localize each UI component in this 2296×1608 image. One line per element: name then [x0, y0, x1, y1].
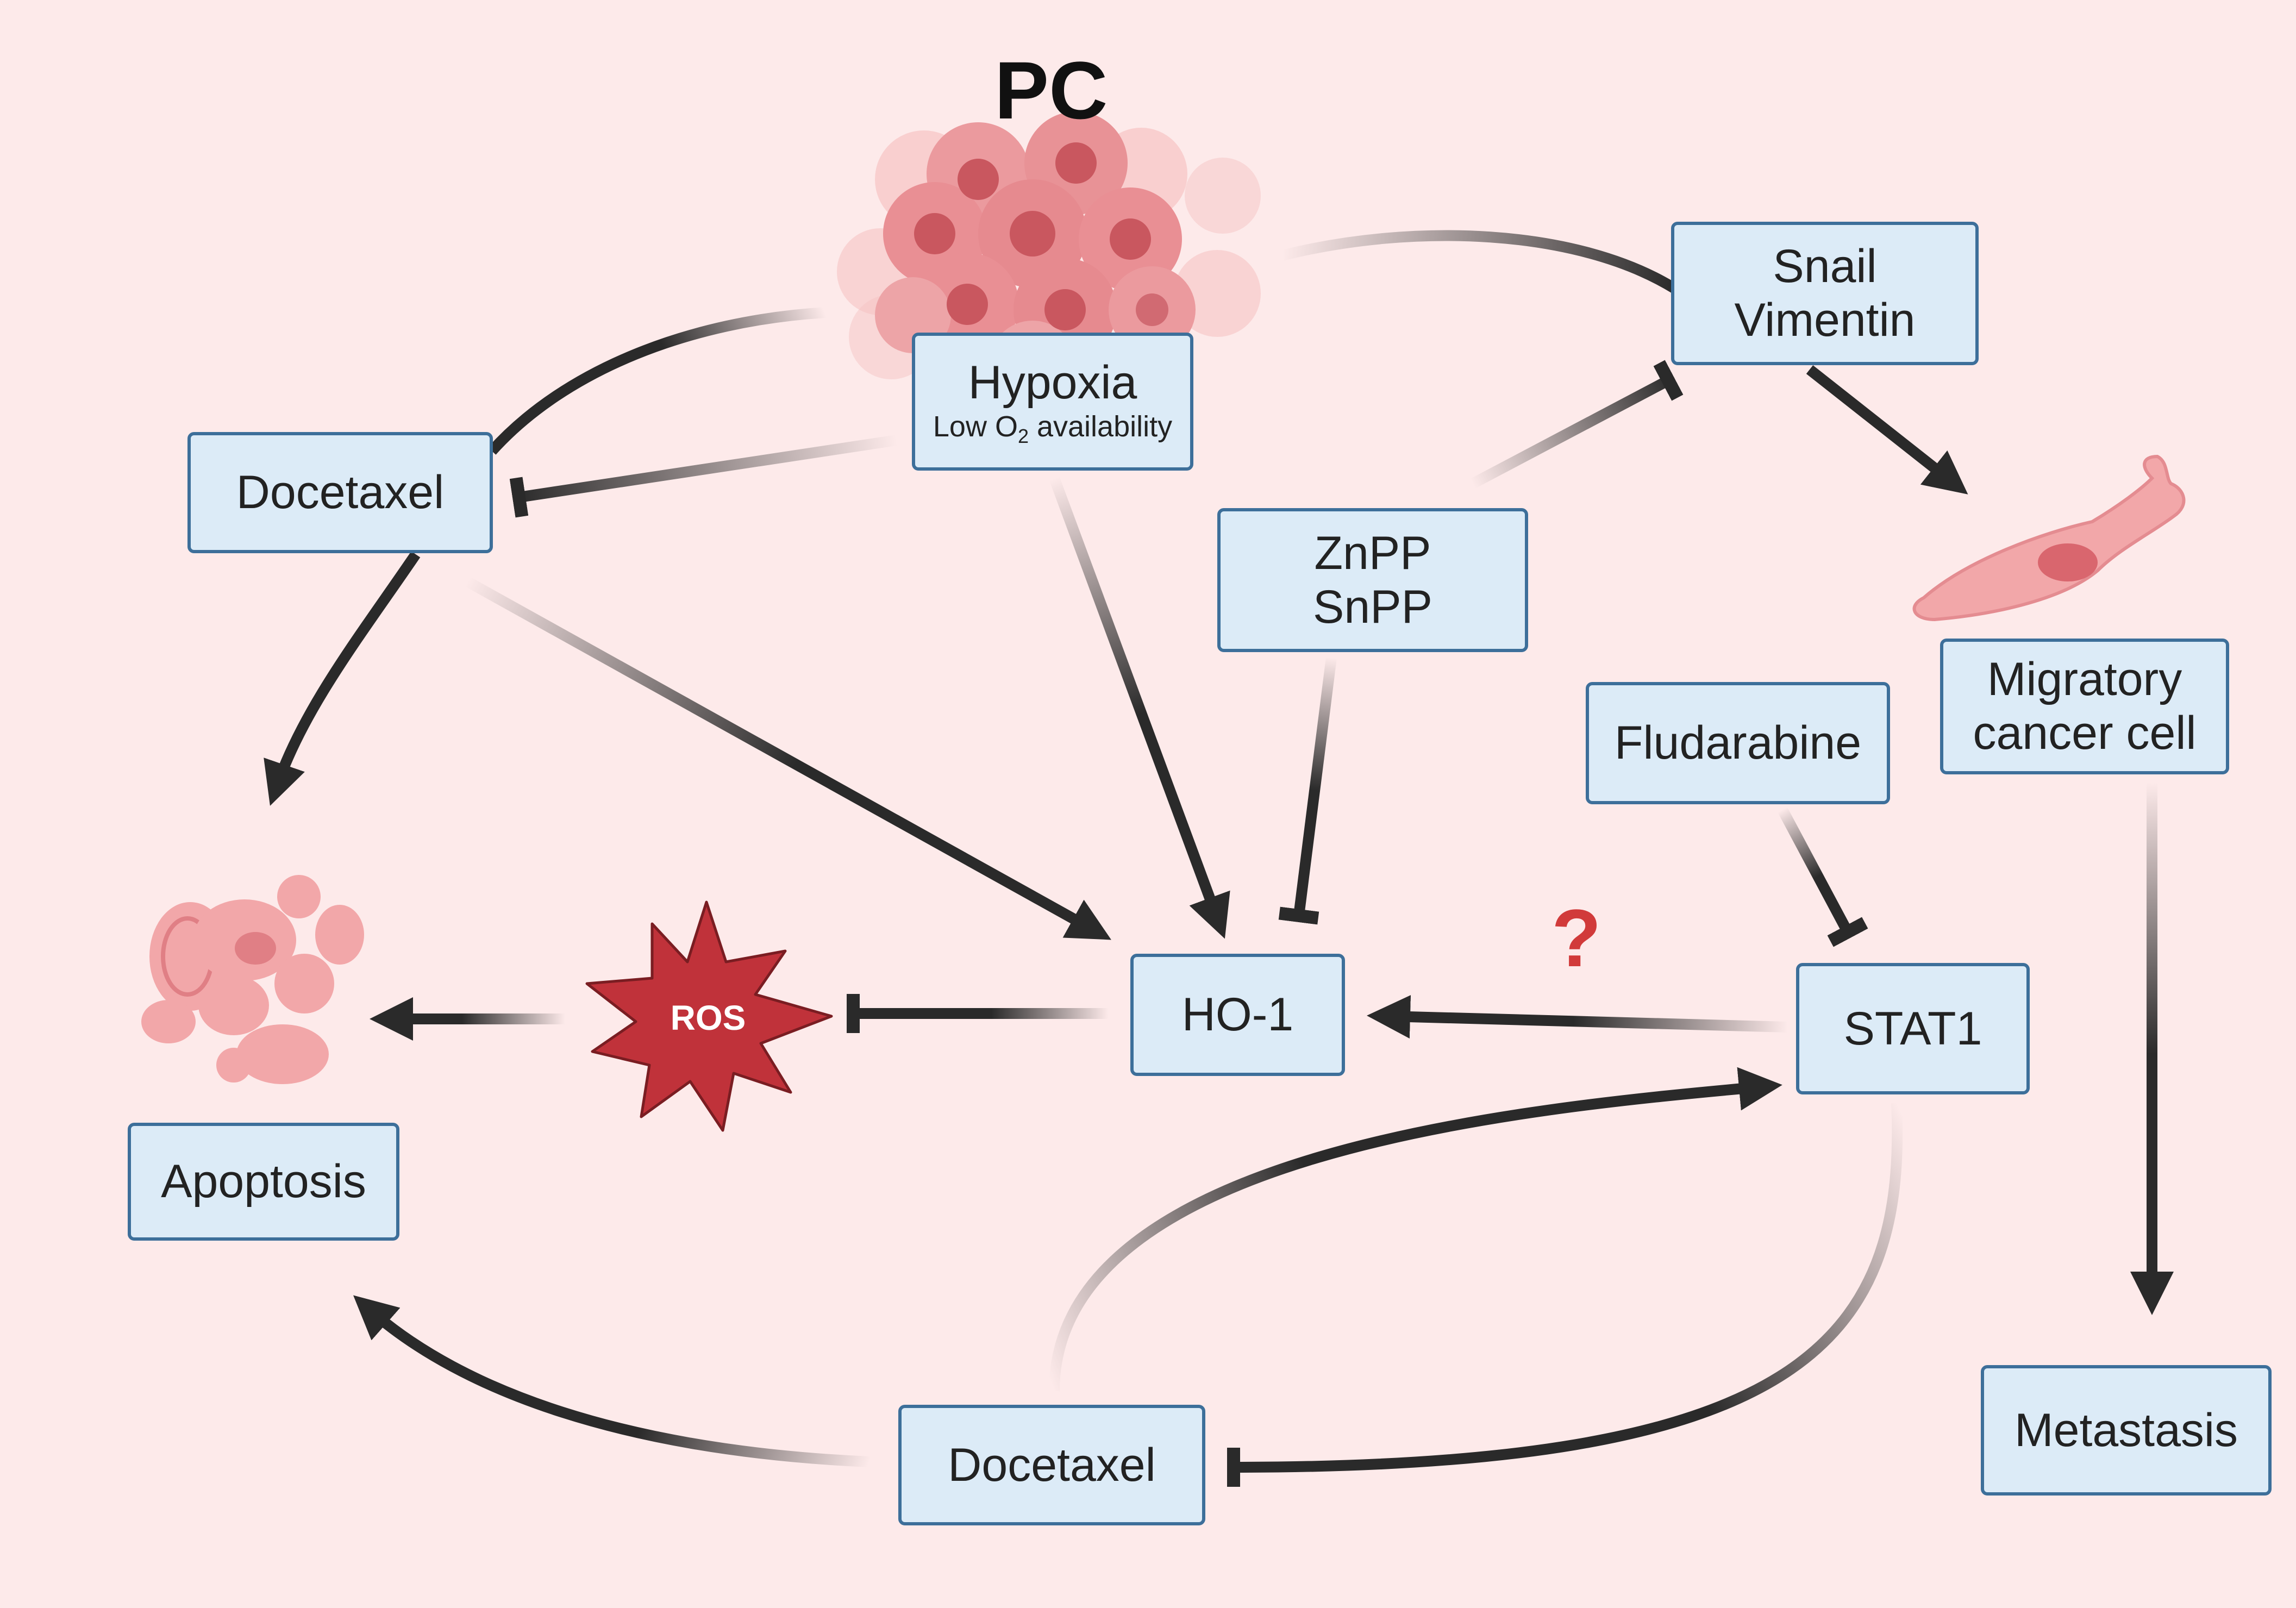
node-stat1: STAT1: [1796, 963, 2030, 1094]
hypoxia-sublabel: Low O2 availability: [933, 410, 1173, 447]
edge-znpp-inhibits-snail: [1470, 360, 1684, 489]
migratory-cell-icon: [1912, 454, 2186, 622]
edge-docetaxel-to-apoptosis: [264, 551, 421, 806]
migratory-label: Migratory: [1987, 653, 2182, 706]
metastasis-label: Metastasis: [2014, 1404, 2238, 1456]
docetaxel-bottom-label: Docetaxel: [948, 1438, 1156, 1491]
ros-label: ROS: [671, 998, 746, 1037]
edge-znpp-inhibits-ho1: [1278, 656, 1337, 925]
node-znpp-snpp: ZnPP SnPP: [1217, 508, 1528, 652]
snpp-label: SnPP: [1313, 580, 1432, 633]
edge-snail-to-migratory: [1806, 365, 1968, 495]
node-snail-vimentin: Snail Vimentin: [1671, 222, 1979, 365]
edge-pc-to-snail: [1281, 230, 1677, 293]
stat1-label: STAT1: [1843, 1002, 1982, 1055]
node-fludarabine: Fludarabine: [1586, 682, 1890, 804]
edge-stat1-to-ho1: [1367, 995, 1788, 1039]
question-mark: ?: [1551, 892, 1601, 984]
cancer-cell-label: cancer cell: [1973, 707, 2197, 759]
edge-docetaxel-to-stat1: [1049, 1067, 1782, 1392]
snail-label: Snail: [1773, 240, 1877, 293]
vimentin-label: Vimentin: [1734, 294, 1916, 346]
node-docetaxel-bottom: Docetaxel: [898, 1405, 1205, 1525]
node-metastasis: Metastasis: [1981, 1365, 2272, 1496]
znpp-label: ZnPP: [1314, 527, 1431, 579]
tumor-cluster-icon: [837, 111, 1261, 408]
pc-title: PC: [994, 45, 1108, 136]
node-ho1: HO-1: [1130, 954, 1345, 1076]
ros-burst-icon: ROS: [585, 900, 833, 1132]
edge-hypoxia-to-ho1: [1049, 476, 1230, 939]
edge-stat1-inhibits-docetaxel: [1227, 1103, 1903, 1487]
edge-docetaxel-to-ho1: [465, 577, 1111, 940]
node-apoptosis: Apoptosis: [128, 1123, 399, 1241]
edge-pc-to-docetaxel: [487, 307, 827, 455]
ho1-label: HO-1: [1181, 988, 1294, 1041]
apoptosis-label: Apoptosis: [161, 1155, 366, 1208]
node-hypoxia: Hypoxia Low O2 availability: [912, 333, 1193, 471]
docetaxel-top-label: Docetaxel: [236, 466, 445, 519]
hypoxia-label: Hypoxia: [968, 356, 1137, 409]
fludarabine-label: Fludarabine: [1614, 717, 1862, 769]
edge-docetaxel-to-apoptosis-bottom: [353, 1295, 870, 1467]
edge-hypoxia-inhibits-docetaxel: [509, 435, 898, 518]
node-migratory-cancer-cell: Migratory cancer cell: [1940, 639, 2229, 774]
edge-fludarabine-inhibits-stat1: [1778, 807, 1868, 947]
apoptotic-cell-icon: [141, 875, 364, 1084]
node-docetaxel-top: Docetaxel: [187, 432, 493, 553]
